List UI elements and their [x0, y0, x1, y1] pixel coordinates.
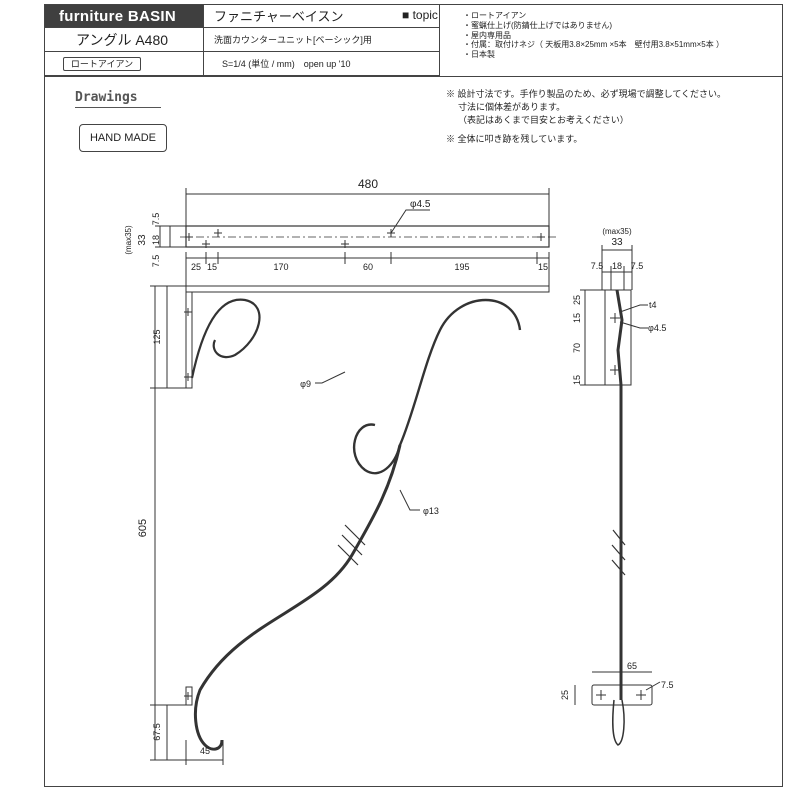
side-65: 65: [627, 661, 637, 671]
notes: ※ 設計寸法です。手作り製品のため、必ず現場で調整してください。 寸法に個体差が…: [446, 88, 726, 146]
topic-item: ・蜜蝋仕上げ(防錆仕上げではありません): [463, 20, 613, 30]
dim-seg-170: 170: [273, 262, 288, 272]
side-twist: [611, 529, 626, 576]
hole-icon: [202, 240, 210, 248]
hole-icon: [184, 692, 192, 700]
drawings-underline: [75, 107, 161, 108]
note-line: （表記はあくまで目安とお考えください）: [458, 115, 629, 125]
dim-7-5-top: 7.5: [151, 213, 161, 226]
side-foot: [612, 699, 625, 746]
twist-detail: [337, 524, 366, 566]
dim-phi9: φ9: [300, 379, 311, 389]
leader-line: [315, 371, 346, 384]
topic-item: ・屋内専用品: [463, 30, 511, 40]
hole-icon: [610, 365, 620, 375]
handmade-badge: HAND MADE: [79, 124, 167, 152]
side-f7-5: 7.5: [661, 680, 674, 690]
foot-plate: [591, 684, 653, 706]
dim-67-5: 67.5: [152, 723, 162, 741]
scale-text: S=1/4 (単位 / mm) open up '10: [204, 52, 440, 76]
dim-605: 605: [137, 519, 149, 537]
dim-max35: (max35): [124, 225, 133, 255]
dim-seg-60: 60: [363, 262, 373, 272]
brand-title: furniture BASIN: [45, 5, 204, 28]
topic-list: ・ロートアイアン ・蜜蝋仕上げ(防錆仕上げではありません) ・屋内専用品 ・付属…: [463, 11, 724, 60]
note-line: ※ 全体に叩き跡を残しています。: [446, 134, 583, 144]
side-bar: [615, 289, 624, 700]
header-divider: [45, 76, 782, 77]
hole-icon: [537, 233, 545, 241]
dim-18: 18: [151, 235, 161, 245]
side-33: 33: [611, 237, 623, 248]
dim-hole: φ4.5: [410, 199, 431, 210]
hole-icon: [610, 313, 620, 323]
topic-item: ・付属：取付けネジ（ 天板用3.8×25mm ×5本 壁付用3.8×51mm×5…: [463, 40, 724, 50]
drawing-sheet: furniture BASIN ファニチャーベイスン アングル A480 洗面カ…: [44, 4, 783, 787]
side-7-5a: 7.5: [591, 261, 604, 271]
hole-icon: [184, 308, 192, 316]
note-line: 寸法に個体差があります。: [458, 102, 566, 112]
note-line: ※ 設計寸法です。手作り製品のため、必ず現場で調整してください。: [446, 89, 727, 99]
leader-line: [619, 304, 648, 313]
wall-plate: [185, 291, 193, 389]
side-v15a: 15: [572, 313, 582, 323]
main-scroll: [352, 298, 522, 475]
product-name-kana: ファニチャーベイスン: [204, 5, 440, 28]
leader-line: [399, 489, 420, 511]
dim-45: 45: [200, 746, 210, 756]
top-bar: [185, 225, 550, 248]
hole-icon: [185, 233, 193, 241]
dim-125: 125: [152, 329, 162, 344]
usage-text: 洗面カウンターユニット[ベーシック]用: [204, 28, 440, 52]
side-7-5b: 7.5: [631, 261, 644, 271]
side-max35: (max35): [602, 227, 632, 236]
dim-seg-15: 15: [207, 262, 217, 272]
side-v70: 70: [572, 343, 582, 353]
hole-icon: [184, 373, 192, 381]
upper-scroll: [190, 298, 261, 379]
dim-width: 480: [358, 177, 378, 191]
hole-icon: [214, 229, 222, 237]
side-v25: 25: [572, 295, 582, 305]
top-plate: [185, 285, 550, 293]
topic-heading: ■ topic: [402, 8, 438, 22]
dim-33: 33: [137, 234, 148, 246]
topic-item: ・日本製: [463, 50, 495, 60]
drawings-label: Drawings: [75, 90, 138, 105]
model-name: アングル A480: [45, 28, 204, 52]
dim-7-5-bottom: 7.5: [151, 255, 161, 268]
hole-icon: [596, 690, 606, 700]
material-cell: ロートアイアン: [45, 52, 204, 76]
leader-line: [645, 681, 661, 691]
side-phi: φ4.5: [648, 323, 666, 333]
side-18: 18: [612, 261, 622, 271]
side-t4: t4: [649, 300, 657, 310]
side-h25: 25: [560, 690, 570, 700]
hole-icon: [636, 690, 646, 700]
lower-sweep: [193, 444, 402, 751]
leader-line: [390, 209, 430, 234]
leader-line: [619, 321, 648, 329]
hole-icon: [341, 240, 349, 248]
dim-phi13: φ13: [423, 506, 439, 516]
dim-seg-25: 25: [191, 262, 201, 272]
topic-item: ・ロートアイアン: [463, 11, 527, 20]
dim-seg-15b: 15: [538, 262, 548, 272]
material-tag: ロートアイアン: [63, 57, 141, 71]
side-v15b: 15: [572, 375, 582, 385]
dim-seg-195: 195: [454, 262, 469, 272]
